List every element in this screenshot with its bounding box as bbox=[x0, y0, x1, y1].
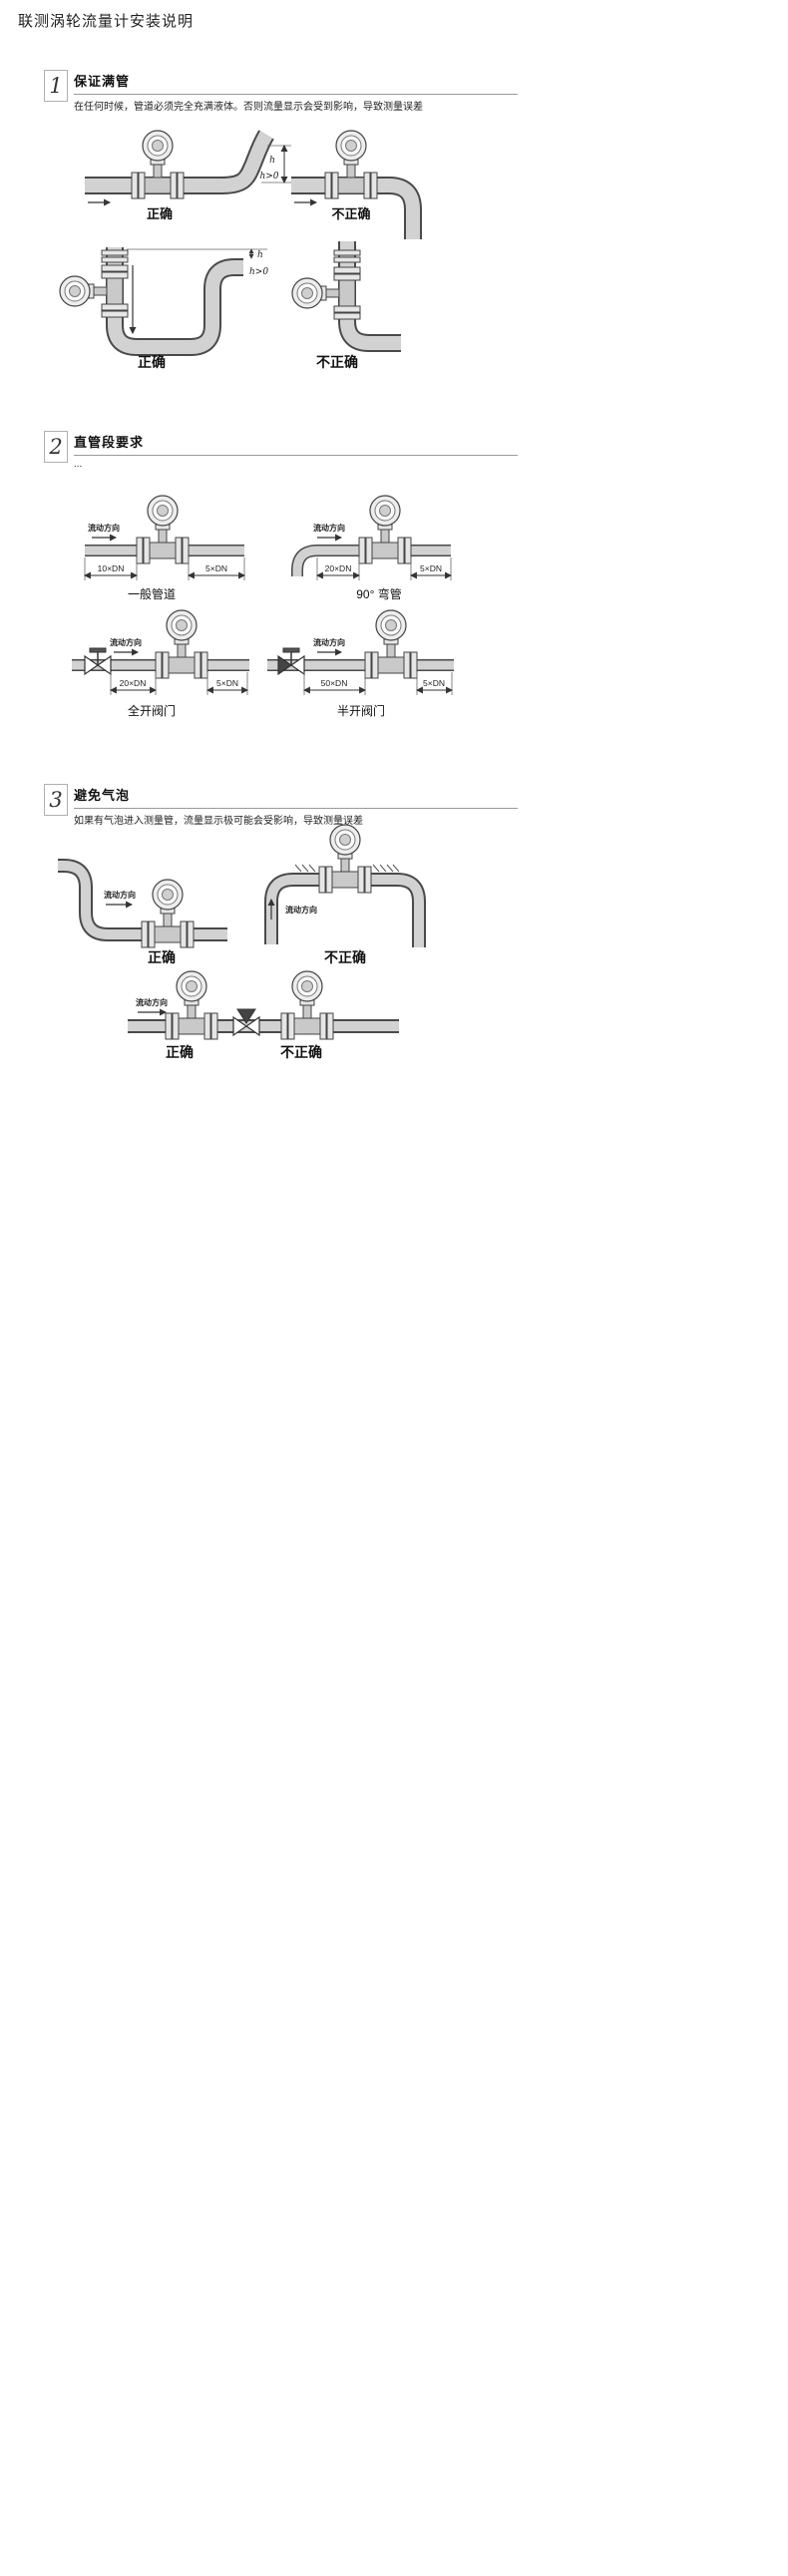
h-gt0-label: h>0 bbox=[259, 172, 278, 182]
caption-correct: 正确 bbox=[138, 354, 166, 370]
h-gt0-label: h>0 bbox=[249, 267, 268, 277]
pipe-flange bbox=[101, 249, 129, 256]
dimension-label-5dn: 5×DN bbox=[423, 678, 445, 688]
dimension-label-10dn: 10×DN bbox=[98, 563, 125, 573]
section-3-number: 3 bbox=[44, 784, 68, 816]
flow-meter-icon bbox=[364, 609, 418, 679]
section-2-title: 直管段要求 bbox=[74, 435, 145, 450]
pipe-flange bbox=[333, 249, 361, 256]
section-1-header: 1 保证满管 在任何时候，管道必须完全充满液体。否则流量显示会受到影响，导致测量… bbox=[44, 70, 518, 113]
h-label: h bbox=[269, 156, 275, 166]
pipe bbox=[85, 130, 274, 194]
air-pocket-hatch-icon bbox=[294, 864, 400, 873]
flow-meter-icon bbox=[131, 130, 185, 199]
flow-direction-label: 流动方向 bbox=[313, 523, 345, 533]
flow-meter-icon bbox=[141, 879, 195, 948]
section-1-title: 保证满管 bbox=[74, 74, 131, 89]
h-label: h bbox=[257, 250, 263, 260]
pipe bbox=[106, 247, 243, 356]
caption-incorrect: 不正确 bbox=[316, 354, 358, 370]
diagram-valve-full-open: 流动方向 20×DN 5×DN 全开阀门 bbox=[72, 609, 249, 718]
flow-meter-icon bbox=[59, 264, 129, 318]
pipe bbox=[338, 241, 401, 352]
dimension-label-5dn: 5×DN bbox=[420, 563, 442, 573]
caption-correct: 正确 bbox=[148, 949, 176, 965]
diagram-drop-incorrect: 不正确 bbox=[291, 130, 422, 239]
flow-direction-label: 流动方向 bbox=[88, 523, 120, 533]
section-3-diagrams: 流动方向 正确 流动方向 不正确 流动方向 bbox=[58, 824, 426, 1060]
diagram-valve-half-open: 流动方向 50×DN 5×DN 半开阀门 bbox=[267, 609, 454, 718]
section-2-number: 2 bbox=[44, 431, 68, 463]
diagram-general-pipe: 流动方向 10×DN 5×DN 一般管道 bbox=[83, 495, 246, 601]
section-3-title: 避免气泡 bbox=[74, 788, 131, 803]
dimension-label-5dn: 5×DN bbox=[205, 563, 227, 573]
flow-meter-icon bbox=[358, 495, 412, 564]
pipe bbox=[58, 859, 227, 941]
flow-meter-icon bbox=[291, 266, 361, 320]
caption-incorrect: 不正确 bbox=[331, 206, 370, 221]
diagram-low-point-correct: 流动方向 正确 bbox=[58, 859, 227, 965]
caption-correct: 正确 bbox=[166, 1044, 194, 1060]
section-3-header: 3 避免气泡 如果有气泡进入测量管，流量显示极可能会受影响，导致测量误差 bbox=[44, 784, 518, 827]
caption-correct: 正确 bbox=[147, 206, 173, 221]
section-1-diagrams: h h>0 正确 不正确 h h>0 正确 bbox=[59, 130, 422, 370]
dimension-label-20dn: 20×DN bbox=[120, 678, 147, 688]
section-1-title-row: 保证满管 bbox=[74, 71, 518, 95]
page-title: 联测涡轮流量计安装说明 bbox=[18, 13, 195, 30]
pipe-flange bbox=[333, 256, 361, 263]
flow-meter-icon bbox=[280, 970, 334, 1040]
pipe bbox=[291, 545, 451, 576]
caption-incorrect: 不正确 bbox=[280, 1044, 322, 1060]
diagram-vertical-utube-correct: h h>0 正确 bbox=[59, 247, 268, 370]
caption-incorrect: 不正确 bbox=[324, 949, 366, 965]
caption-elbow-90: 90° 弯管 bbox=[356, 586, 401, 601]
flow-meter-icon bbox=[155, 609, 208, 679]
caption-valve-half-open: 半开阀门 bbox=[337, 703, 385, 718]
section-3-description: 如果有气泡进入测量管，流量显示极可能会受影响，导致测量误差 bbox=[74, 816, 363, 827]
section-3-title-row: 避免气泡 bbox=[74, 785, 518, 809]
caption-general-pipe: 一般管道 bbox=[128, 586, 176, 601]
section-1-description: 在任何时候，管道必须完全充满液体。否则流量显示会受到影响，导致测量误差 bbox=[74, 102, 423, 113]
dimension-label-50dn: 50×DN bbox=[321, 678, 348, 688]
flow-meter-icon bbox=[318, 824, 372, 894]
section-2-header: 2 直管段要求 ... bbox=[44, 431, 518, 470]
diagram-elbow-90: 流动方向 20×DN 5×DN 90° 弯管 bbox=[291, 495, 453, 601]
diagram-before-after-valve: 流动方向 正确 不正确 bbox=[128, 970, 399, 1060]
dimension-label-5dn: 5×DN bbox=[216, 678, 238, 688]
flow-direction-label: 流动方向 bbox=[285, 905, 317, 915]
section-2-description: ... bbox=[74, 459, 83, 470]
flow-direction-label: 流动方向 bbox=[136, 997, 168, 1007]
diagram-high-point-incorrect: 流动方向 不正确 bbox=[264, 824, 426, 965]
pipe-flange bbox=[101, 256, 129, 263]
section-2-diagrams: 流动方向 10×DN 5×DN 一般管道 流动方向 20×DN 5×DN 90°… bbox=[72, 495, 454, 718]
diagram-rise-correct: h h>0 正确 bbox=[85, 130, 291, 221]
flow-meter-icon bbox=[324, 130, 378, 199]
flow-direction-label: 流动方向 bbox=[104, 890, 136, 900]
flow-direction-label: 流动方向 bbox=[313, 637, 345, 647]
diagram-vertical-incorrect: 不正确 bbox=[291, 241, 401, 370]
flow-meter-icon bbox=[136, 495, 190, 564]
flow-direction-label: 流动方向 bbox=[110, 637, 142, 647]
section-1-number: 1 bbox=[44, 70, 68, 102]
section-2-title-row: 直管段要求 bbox=[74, 432, 518, 456]
caption-valve-full-open: 全开阀门 bbox=[128, 703, 176, 718]
dimension-label-20dn: 20×DN bbox=[325, 563, 352, 573]
pipe bbox=[291, 177, 422, 239]
flow-meter-icon bbox=[165, 970, 218, 1040]
